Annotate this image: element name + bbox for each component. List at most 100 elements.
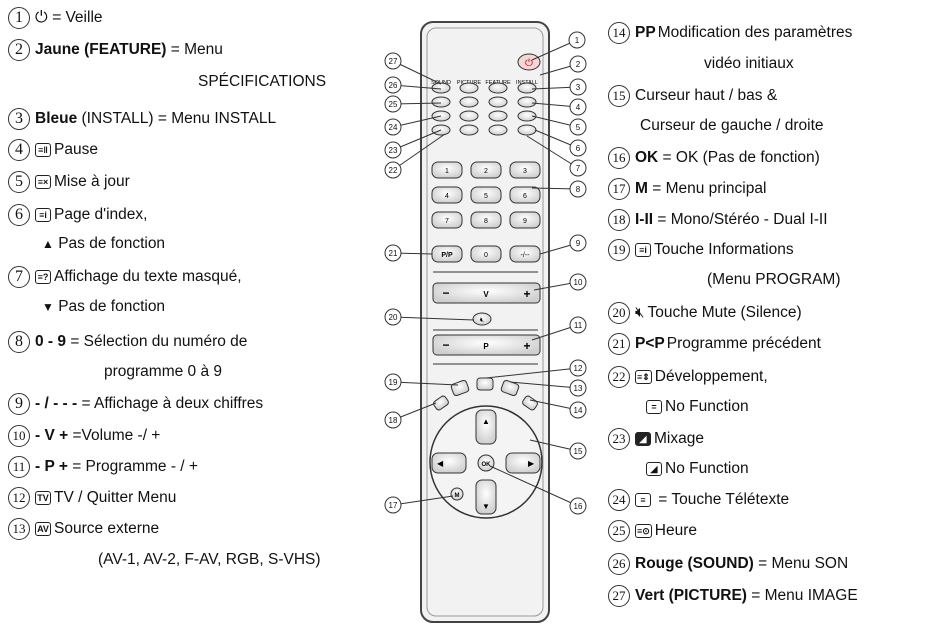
digit-3-button: [509, 161, 541, 179]
callout-7-label: 7: [576, 164, 581, 173]
digit-2-label: 2: [484, 168, 488, 175]
callout-2-label: 2: [576, 60, 581, 69]
digit-9-button: [509, 211, 541, 229]
callout-10-label: 10: [574, 278, 583, 287]
menu-label: M: [455, 493, 460, 499]
pp-video-button: [522, 395, 538, 411]
legend-item-23-line2: ◢No Function: [646, 459, 749, 479]
info-icon: ≡i: [635, 243, 651, 257]
callout-14: [569, 401, 587, 419]
ok-label: OK: [482, 462, 492, 468]
callout-13: [569, 379, 587, 397]
callout-6: [569, 139, 587, 157]
function-button-3-1: [459, 124, 479, 136]
legend-item-20: 20🔇︎Touche Mute (Silence): [608, 302, 802, 324]
legend-item-5: 5≡×Mise à jour: [8, 171, 130, 193]
mix-small-icon: ◢: [646, 461, 662, 476]
callout-7: [569, 159, 587, 177]
callout-18: [384, 411, 402, 429]
program-rocker: [432, 334, 541, 356]
function-button-1-1: [459, 96, 479, 108]
update-icon: ≡×: [35, 175, 51, 189]
callout-12-label: 12: [574, 364, 583, 373]
legend-item-23: 23◢Mixage: [608, 428, 704, 450]
legend-item-4: 4≡‖Pause: [8, 139, 98, 161]
dash-button: [509, 245, 541, 263]
digit-5-button: [470, 186, 502, 204]
callout-1: [568, 31, 586, 49]
digit-1-label: 1: [445, 168, 449, 175]
mute-icon: 🔇︎: [635, 304, 645, 321]
index-page-icon: ≡i: [35, 208, 51, 222]
callout-26: [384, 76, 402, 94]
callout-14-label: 14: [574, 406, 583, 415]
program-label: P: [483, 342, 489, 351]
digit-5-label: 5: [484, 193, 488, 200]
callout-9: [569, 234, 587, 252]
digit-3-label: 3: [523, 168, 527, 175]
legend-item-2-line2: SPÉCIFICATIONS: [198, 73, 327, 90]
svg-text:⏻: ⏻: [525, 58, 533, 69]
callout-12: [569, 359, 587, 377]
power-button: [517, 53, 541, 71]
function-button-1-3: [517, 96, 537, 108]
legend-item-6-line2: ▲ Pas de fonction: [42, 235, 166, 252]
svg-text:▲: ▲: [482, 417, 490, 426]
callout-25-label: 25: [389, 100, 398, 109]
label-sound: SOUND: [431, 80, 451, 86]
callout-26-label: 26: [389, 81, 398, 90]
ok-button: [477, 454, 495, 472]
svg-text:◀: ◀: [437, 459, 444, 468]
triangle-up-icon: ▲: [42, 237, 54, 251]
expand-icon: ≡⇕: [635, 370, 652, 384]
dpad-ring: [429, 405, 543, 519]
function-button-2-2: [488, 110, 508, 122]
callout-22-label: 22: [389, 166, 398, 175]
callout-15: [569, 442, 587, 460]
teletext-icon: ≡: [635, 493, 651, 507]
callout-3-label: 3: [576, 83, 581, 92]
function-button-2-3: [517, 110, 537, 122]
av-source-icon: AV: [35, 522, 51, 536]
digit-0-button: [470, 245, 502, 263]
legend-item-22-line2: =No Function: [646, 397, 749, 417]
callout-5: [569, 118, 587, 136]
callout-23: [384, 141, 402, 159]
callout-24-label: 24: [389, 123, 398, 132]
function-button-0-3: [517, 82, 537, 94]
legend-item-15-line2: Curseur de gauche / droite: [640, 117, 824, 134]
digit-4-label: 4: [445, 193, 449, 200]
function-button-3-0: [431, 124, 451, 136]
callout-19: [384, 373, 402, 391]
legend-item-7-line2: ▼ Pas de fonction: [42, 298, 166, 315]
program-plus-label: +: [523, 339, 530, 353]
callout-17: [384, 496, 402, 514]
digit-4-button: [431, 186, 463, 204]
up-button: [475, 409, 497, 445]
callout-16: [569, 497, 587, 515]
callout-8: [569, 180, 587, 198]
menu-button: [450, 487, 464, 501]
previous-program-icon: P<P: [635, 335, 665, 352]
function-button-2-1: [459, 110, 479, 122]
callout-8-label: 8: [576, 185, 581, 194]
callout-20-label: 20: [389, 313, 398, 322]
label-picture: PICTURE: [457, 80, 481, 86]
pp-icon: PP: [635, 24, 656, 41]
pause-icon: ≡‖: [35, 143, 51, 157]
callout-27: [384, 52, 402, 70]
legend-item-13-line2: (AV-1, AV-2, F-AV, RGB, S-VHS): [98, 551, 321, 568]
callout-23-label: 23: [389, 146, 398, 155]
digit-7-button: [431, 211, 463, 229]
callout-19-label: 19: [389, 378, 398, 387]
function-button-0-2: [488, 82, 508, 94]
